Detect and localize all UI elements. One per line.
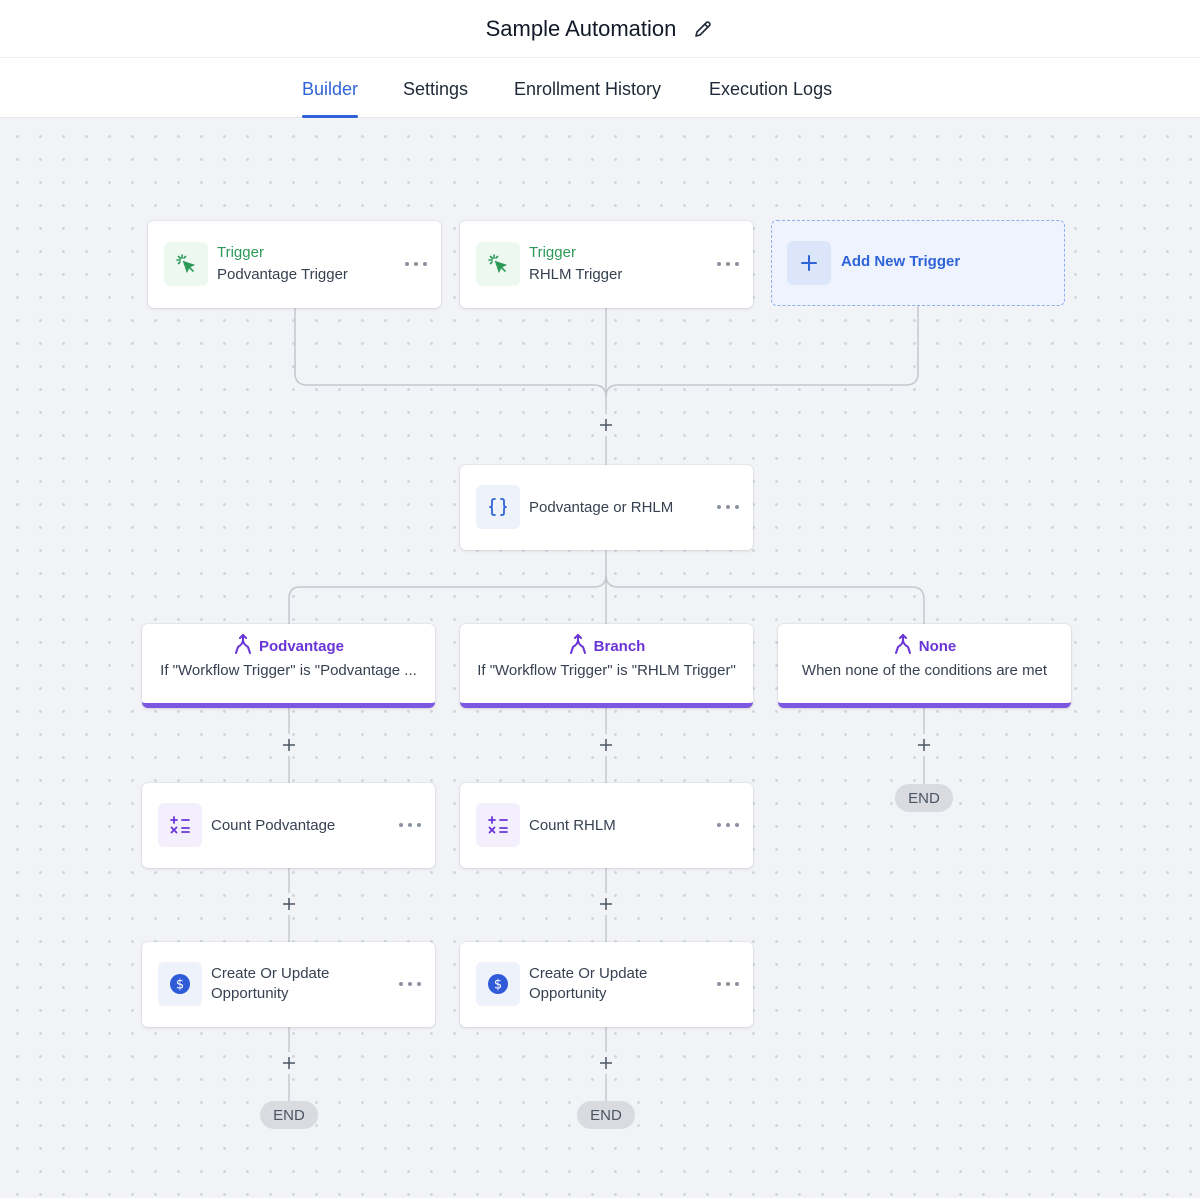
tab-bar: Builder Settings Enrollment History Exec…	[0, 60, 1200, 118]
condition-card[interactable]: Podvantage or RHLM	[460, 465, 753, 550]
trigger-kicker: Trigger	[529, 244, 576, 261]
tab-execution-logs[interactable]: Execution Logs	[709, 79, 833, 99]
condition-label: Podvantage or RHLM	[529, 499, 674, 516]
end-node: END	[260, 1101, 318, 1129]
cursor-click-icon	[476, 242, 520, 286]
branch-icon	[893, 633, 913, 660]
action-label-line-1: Create Or Update	[211, 965, 330, 982]
branch-name: Podvantage	[258, 637, 345, 655]
tab-enrollment-history[interactable]: Enrollment History	[514, 79, 662, 99]
add-new-trigger-label: Add New Trigger	[841, 253, 961, 270]
branch-description: If "Workflow Trigger" is "Podvantage ...	[160, 662, 417, 679]
math-operations-icon	[476, 803, 520, 847]
header: Sample Automation Builder Settings Enrol…	[0, 0, 1200, 118]
branch-name: None	[918, 637, 957, 655]
branch-description: When none of the conditions are met	[801, 662, 1048, 679]
branch-description: If "Workflow Trigger" is "RHLM Trigger"	[477, 662, 736, 679]
trigger-label: RHLM Trigger	[529, 266, 623, 283]
add-step-plus-icon[interactable]	[279, 1053, 299, 1073]
add-step-plus-icon[interactable]	[596, 415, 616, 435]
svg-text:$: $	[494, 978, 502, 993]
action-label: Count Podvantage	[211, 817, 336, 834]
action-card-count-podvantage[interactable]: Count Podvantage	[142, 783, 435, 868]
braces-icon	[476, 485, 520, 529]
add-new-trigger-button[interactable]: Add New Trigger	[771, 220, 1065, 306]
more-options-icon[interactable]	[717, 977, 739, 991]
more-options-icon[interactable]	[399, 818, 421, 832]
title-bar: Sample Automation	[0, 0, 1200, 58]
branch-icon	[568, 633, 588, 660]
action-label-line-2: Opportunity	[211, 985, 289, 1002]
more-options-icon[interactable]	[399, 977, 421, 991]
add-step-plus-icon[interactable]	[596, 894, 616, 914]
action-card-count-rhlm[interactable]: Count RHLM	[460, 783, 753, 868]
tab-builder[interactable]: Builder	[302, 60, 359, 118]
action-card-create-opportunity[interactable]: $ Create Or Update Opportunity	[142, 942, 435, 1027]
more-options-icon[interactable]	[405, 257, 427, 271]
branch-card-podvantage[interactable]: Podvantage If "Workflow Trigger" is "Pod…	[142, 624, 435, 708]
action-label-line-2: Opportunity	[529, 985, 607, 1002]
trigger-card-rhlm[interactable]: Trigger RHLM Trigger	[460, 221, 753, 308]
action-label-line-1: Create Or Update	[529, 965, 648, 982]
end-node: END	[895, 784, 953, 812]
add-step-plus-icon[interactable]	[596, 735, 616, 755]
branch-icon	[233, 633, 253, 660]
trigger-card-podvantage[interactable]: Trigger Podvantage Trigger	[148, 221, 441, 308]
branch-card-rhlm[interactable]: Branch If "Workflow Trigger" is "RHLM Tr…	[460, 624, 753, 708]
add-step-plus-icon[interactable]	[279, 735, 299, 755]
more-options-icon[interactable]	[717, 500, 739, 514]
add-step-plus-icon[interactable]	[596, 1053, 616, 1073]
branch-card-none[interactable]: None When none of the conditions are met	[778, 624, 1071, 708]
trigger-label: Podvantage Trigger	[217, 266, 348, 283]
action-card-create-opportunity[interactable]: $ Create Or Update Opportunity	[460, 942, 753, 1027]
tab-settings[interactable]: Settings	[403, 79, 469, 99]
more-options-icon[interactable]	[717, 257, 739, 271]
action-label: Count RHLM	[529, 817, 616, 834]
add-step-plus-icon[interactable]	[279, 894, 299, 914]
trigger-kicker: Trigger	[217, 244, 264, 261]
dollar-icon: $	[158, 962, 202, 1006]
page-title: Sample Automation	[485, 15, 677, 41]
plus-icon	[787, 241, 831, 285]
dollar-icon: $	[476, 962, 520, 1006]
add-step-plus-icon[interactable]	[914, 735, 934, 755]
cursor-click-icon	[164, 242, 208, 286]
svg-text:$: $	[176, 978, 184, 993]
more-options-icon[interactable]	[717, 818, 739, 832]
end-node: END	[577, 1101, 635, 1129]
pencil-icon[interactable]	[692, 18, 714, 40]
branch-name: Branch	[593, 637, 646, 655]
math-operations-icon	[158, 803, 202, 847]
